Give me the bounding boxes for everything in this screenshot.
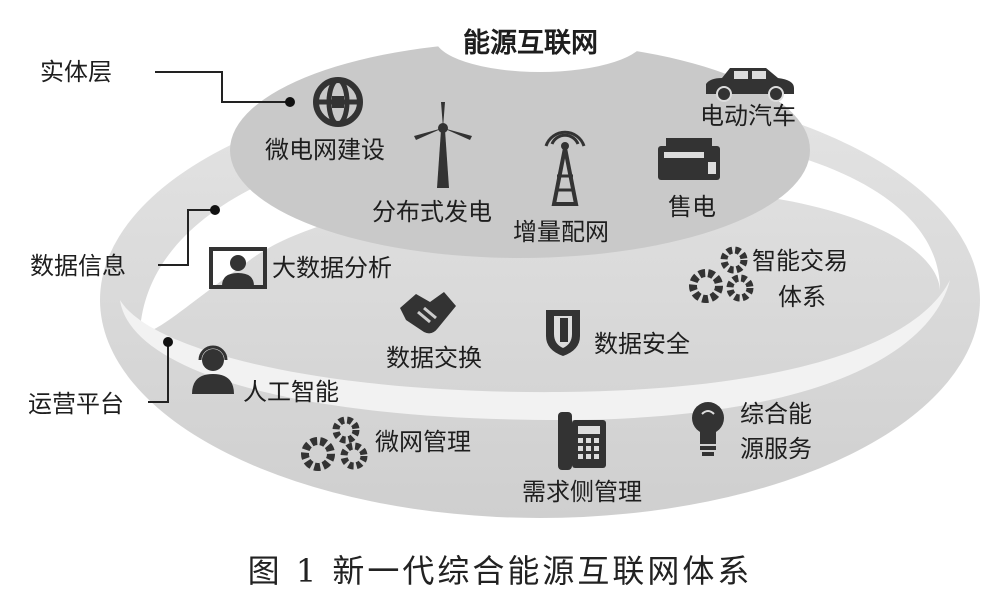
label-integrated-energy-line2: 源服务 — [740, 435, 812, 463]
presenter-screen-icon — [209, 247, 267, 289]
label-integrated-energy-line1: 综合能 — [740, 400, 812, 428]
diagram-title: 能源互联网 — [463, 28, 598, 59]
label-smart-trading-line2: 体系 — [778, 283, 826, 311]
gears-icon — [689, 246, 754, 303]
label-electric-vehicle: 电动汽车 — [700, 102, 796, 130]
label-electricity-sale: 售电 — [668, 193, 716, 221]
connector-dot-platform — [163, 337, 173, 347]
label-big-data-analysis: 大数据分析 — [272, 254, 392, 282]
inner-disc — [230, 42, 810, 258]
globe-icon — [313, 77, 363, 127]
shield-icon — [546, 310, 580, 356]
connector-dot-physical — [285, 97, 295, 107]
headset-operator-icon — [192, 345, 234, 394]
label-incremental-distribution: 增量配网 — [513, 218, 609, 246]
lightbulb-icon — [692, 402, 724, 456]
layer-label-data: 数据信息 — [30, 252, 126, 280]
connector-physical — [155, 71, 290, 103]
transmission-tower-icon — [544, 130, 586, 206]
handshake-icon — [400, 292, 456, 334]
telephone-icon — [558, 412, 606, 470]
connector-dot-data — [210, 205, 220, 215]
connector-platform — [148, 342, 169, 403]
connector-data — [158, 209, 215, 266]
printer-icon — [658, 138, 720, 180]
label-microgrid-management: 微网管理 — [375, 428, 471, 456]
label-data-exchange: 数据交换 — [386, 344, 482, 372]
gears-icon-management — [301, 416, 368, 471]
inner-disc-highlight — [435, 4, 645, 72]
label-demand-side-management: 需求侧管理 — [522, 478, 642, 506]
spiral-band-lower — [120, 280, 950, 420]
car-icon — [706, 68, 794, 102]
figure-caption: 图 1 新一代综合能源互联网体系 — [247, 552, 753, 590]
wind-turbine-icon — [414, 102, 472, 188]
layer-label-physical: 实体层 — [40, 58, 112, 86]
label-artificial-intelligence: 人工智能 — [243, 378, 339, 406]
label-distributed-generation: 分布式发电 — [372, 198, 492, 226]
label-data-security: 数据安全 — [594, 330, 690, 358]
label-microgrid: 微电网建设 — [265, 136, 385, 164]
label-smart-trading-line1: 智能交易 — [752, 247, 848, 275]
layer-label-platform: 运营平台 — [28, 390, 124, 418]
